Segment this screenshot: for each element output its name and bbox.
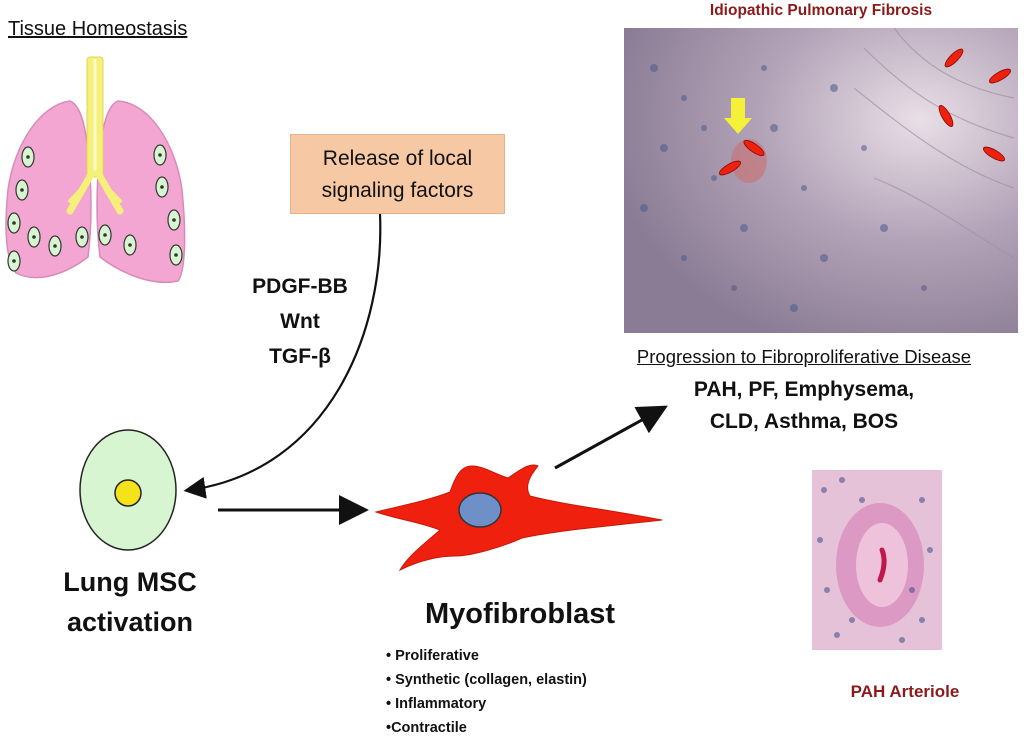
signaling-box-line-2: signaling factors [321, 179, 474, 202]
lung-illustration [5, 56, 186, 283]
property-contractile: •Contractile [386, 720, 467, 736]
myofibroblast-to-disease-arrow [554, 405, 668, 470]
factor-wnt: Wnt [280, 310, 320, 333]
property-synthetic: • Synthetic (collagen, elastin) [386, 672, 587, 688]
msc-activation-label: Lung MSC activation [30, 562, 230, 642]
progression-title: Progression to Fibroproliferative Diseas… [636, 346, 972, 367]
factor-tgf-beta: TGF-β [269, 345, 331, 368]
signaling-box-line-1: Release of local [322, 147, 473, 170]
myofibroblast-cell [374, 464, 663, 572]
myofibroblast-title: Myofibroblast [424, 598, 616, 630]
factor-pdgf-bb: PDGF-BB [252, 275, 348, 298]
disease-list-line-1: PAH, PF, Emphysema, [693, 378, 915, 401]
ipf-title: Idiopathic Pulmonary Fibrosis [709, 2, 933, 19]
pah-arteriole-label: PAH Arteriole [850, 682, 960, 701]
myofibroblast-nucleus [458, 492, 502, 528]
yellow-arrow-icon [724, 98, 752, 134]
pah-histology-image [812, 470, 942, 650]
myofibroblast-properties: • Proliferative • Synthetic (collagen, e… [386, 644, 587, 740]
msc-nucleus [114, 479, 142, 507]
tissue-homeostasis-title: Tissue Homeostasis [8, 18, 188, 40]
property-proliferative: • Proliferative [386, 648, 479, 664]
property-inflammatory: • Inflammatory [386, 696, 487, 712]
msc-label-line-2: activation [66, 607, 194, 637]
signal-to-msc-arrow [183, 213, 382, 499]
signaling-factors-box: Release of local signaling factors [290, 134, 505, 214]
disease-list-line-2: CLD, Asthma, BOS [709, 410, 899, 433]
msc-label-line-1: Lung MSC [63, 567, 197, 597]
ipf-histology-image [624, 28, 1018, 333]
